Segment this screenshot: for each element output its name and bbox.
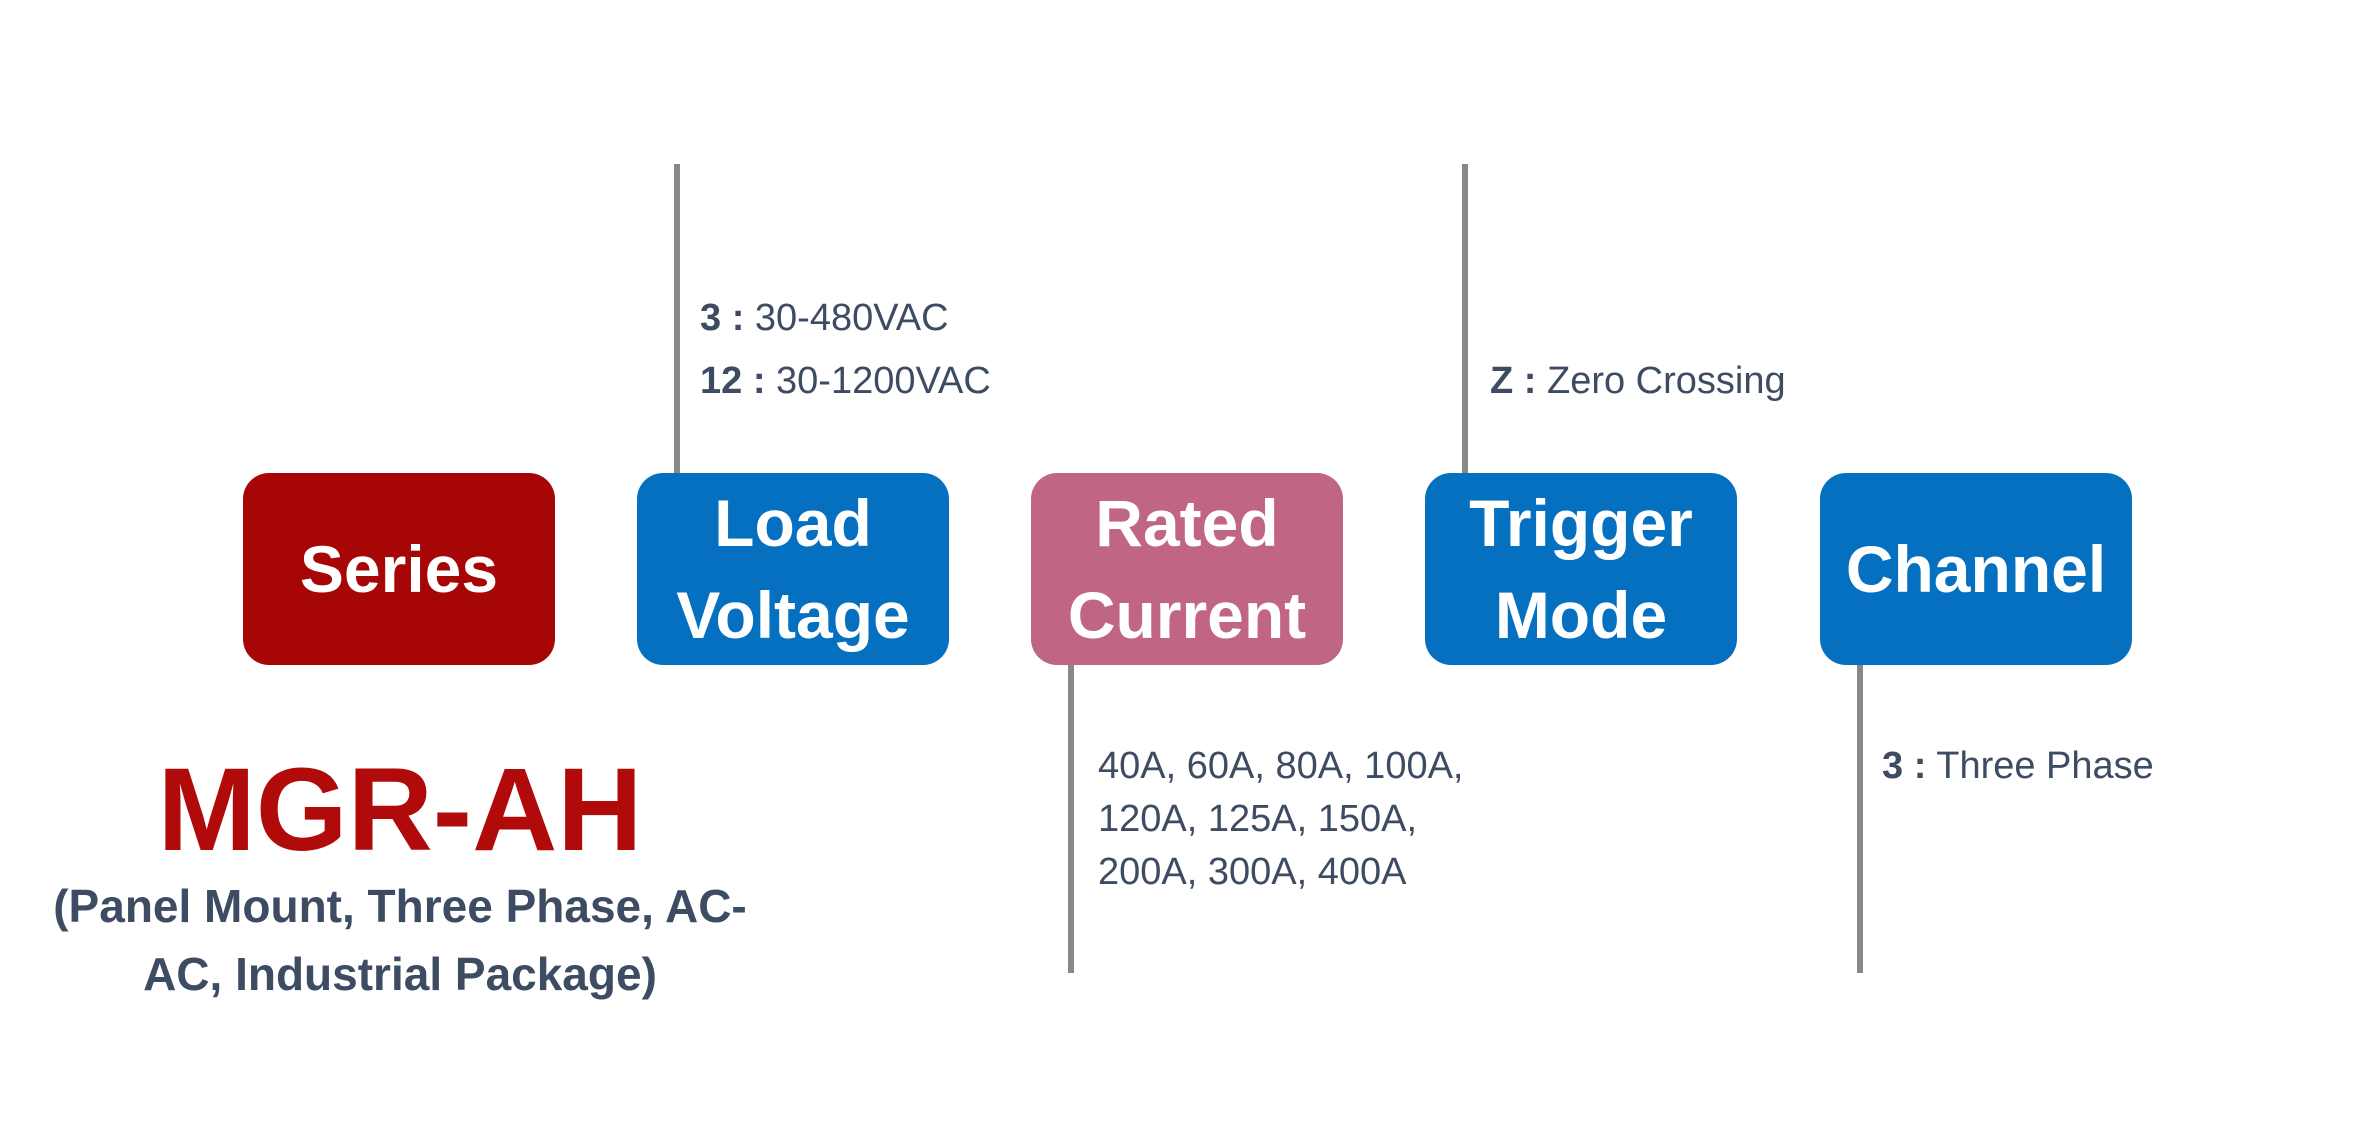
rated-current-option-line: 40A, 60A, 80A, 100A, [1098,745,1464,787]
load-voltage-box: Load Voltage [637,473,949,665]
channel-box-label: Channel [1845,532,2107,606]
rated-current-box-label-2: Current [1067,578,1307,652]
channel-option: 3 : Three Phase [1882,740,2154,793]
option-value: 30-480VAC [744,297,949,339]
option-code: 3 : [700,297,745,339]
channel-connector [1857,665,1863,973]
option-value: Three Phase [1926,745,2154,787]
rated-current-option-line: 200A, 300A, 400A [1098,851,1407,893]
series-box-label: Series [299,532,499,606]
trigger-mode-box-label-1: Trigger [1469,486,1693,560]
load-voltage-box-label-1: Load [714,486,872,560]
model-description: (Panel Mount, Three Phase, AC- AC, Indus… [20,872,780,1008]
model-description-line-2: AC, Industrial Package) [143,948,657,1000]
option-code: 3 : [1882,745,1927,787]
option-value: Zero Crossing [1536,360,1786,402]
load-voltage-option: 3 : 30-480VAC [700,292,949,345]
trigger-mode-box: Trigger Mode [1425,473,1737,665]
series-box: Series [243,473,555,665]
rated-current-option-line: 120A, 125A, 150A, [1098,798,1418,840]
channel-box: Channel [1820,473,2132,665]
rated-current-box-label-1: Rated [1095,486,1279,560]
trigger-mode-option: Z : Zero Crossing [1490,355,1786,408]
trigger-mode-connector [1462,164,1468,473]
option-code: Z : [1490,360,1537,402]
model-description-line-1: (Panel Mount, Three Phase, AC- [53,880,747,932]
model-name: MGR-AH [157,744,643,876]
rated-current-box: Rated Current [1031,473,1343,665]
rated-current-connector [1068,665,1074,973]
load-voltage-connector [674,164,680,473]
load-voltage-option: 12 : 30-1200VAC [700,355,991,408]
option-value: 30-1200VAC [765,360,991,402]
option-code: 12 : [700,360,766,402]
load-voltage-box-label-2: Voltage [676,578,910,652]
trigger-mode-box-label-2: Mode [1494,578,1668,652]
